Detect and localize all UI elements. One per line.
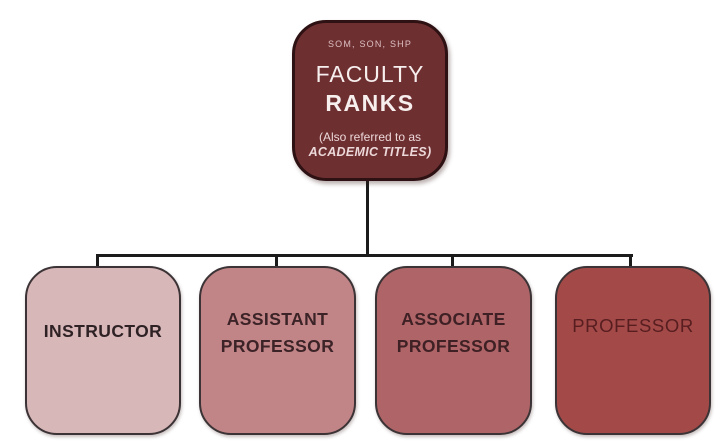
rank-label-line: INSTRUCTOR bbox=[43, 321, 163, 341]
rank-label-line: ASSOCIATE bbox=[401, 309, 506, 329]
rank-label-instructor: INSTRUCTOR bbox=[44, 268, 162, 345]
connector-horizontal-rail bbox=[96, 254, 633, 257]
rank-label-line: PROFESSOR bbox=[572, 315, 694, 336]
connector-drop-professor bbox=[629, 254, 632, 270]
rank-label-professor: PROFESSOR bbox=[572, 268, 694, 341]
root-title-line2: RANKS bbox=[325, 90, 415, 116]
rank-box-associate-professor: ASSOCIATE PROFESSOR bbox=[375, 266, 532, 435]
rank-label-assistant-professor: ASSISTANT PROFESSOR bbox=[221, 268, 334, 360]
connector-drop-instructor bbox=[96, 254, 99, 268]
connector-drop-assistant-professor bbox=[275, 254, 278, 268]
rank-box-instructor: INSTRUCTOR bbox=[25, 266, 181, 435]
rank-label-line: ASSISTANT bbox=[226, 309, 329, 329]
connector-stem bbox=[366, 181, 369, 257]
root-note-line2: ACADEMIC TITLES) bbox=[308, 145, 432, 159]
schools-abbreviation-label: SOM, SON, SHP bbox=[327, 39, 413, 49]
faculty-ranks-root-box: SOM, SON, SHP FACULTY RANKS (Also referr… bbox=[292, 20, 448, 181]
connector-drop-associate-professor bbox=[451, 254, 454, 268]
root-note-line1: (Also referred to as bbox=[318, 130, 422, 144]
rank-label-line: PROFESSOR bbox=[220, 336, 335, 357]
root-title-line1: FACULTY bbox=[315, 61, 425, 87]
rank-label-associate-professor: ASSOCIATE PROFESSOR bbox=[397, 268, 510, 360]
rank-box-professor: PROFESSOR bbox=[555, 266, 711, 435]
rank-label-line: PROFESSOR bbox=[396, 336, 511, 357]
rank-box-assistant-professor: ASSISTANT PROFESSOR bbox=[199, 266, 356, 435]
